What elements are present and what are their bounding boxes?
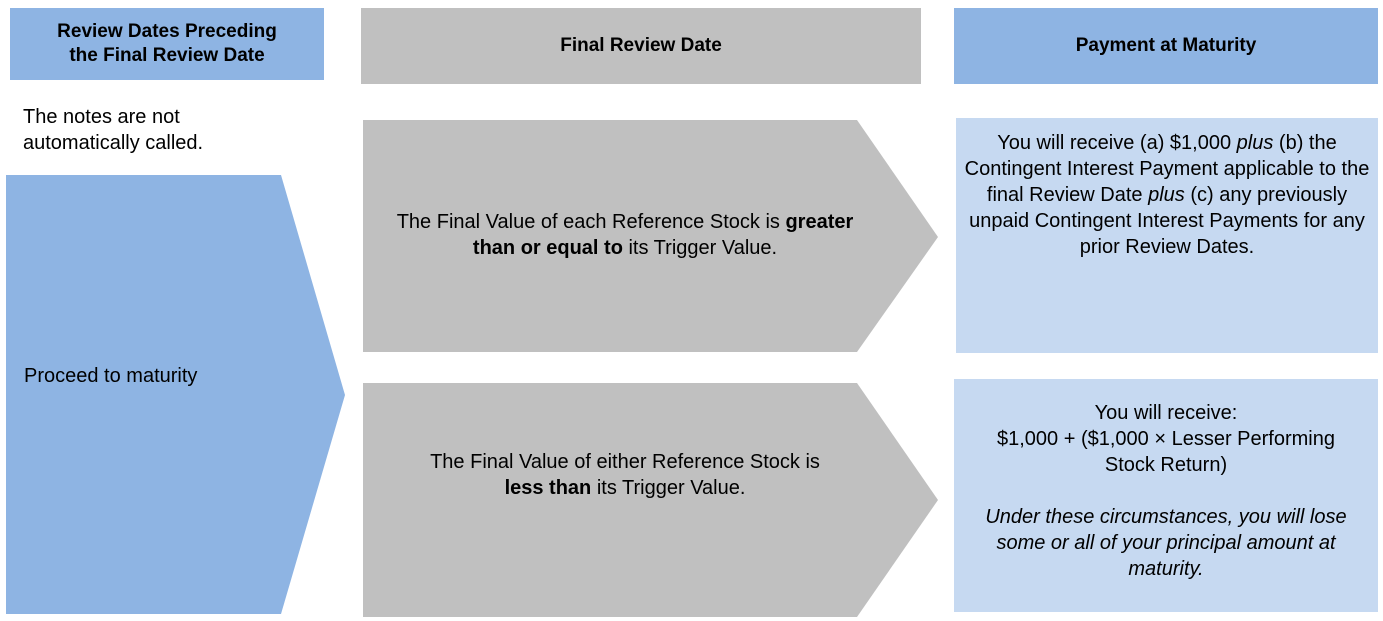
header-review-dates: Review Dates Preceding the Final Review … (10, 8, 324, 80)
not-called-text: The notes are not automatically called. (23, 106, 204, 154)
payment-upper-text: You will receive (a) $1,000 plus (b) the… (964, 132, 1370, 258)
payment-lower-box: You will receive: $1,000 + ($1,000 × Les… (954, 379, 1378, 612)
header-final-review-date: Final Review Date (361, 8, 921, 84)
payment-lower-line2: $1,000 + ($1,000 × Lesser Performing Sto… (997, 428, 1335, 476)
header-review-dates-label: Review Dates Preceding the Final Review … (57, 21, 277, 66)
payment-upper-box: You will receive (a) $1,000 plus (b) the… (956, 118, 1378, 353)
proceed-arrow-polygon (6, 175, 345, 614)
payment-lower-line1: You will receive: (1094, 402, 1238, 424)
lower-condition-emphasis: less than (504, 477, 592, 499)
header-payment-at-maturity-label: Payment at Maturity (1075, 35, 1257, 56)
upper-condition-text: The Final Value of each Reference Stock … (396, 211, 854, 259)
proceed-to-maturity-label: Proceed to maturity (24, 365, 198, 387)
header-payment-at-maturity: Payment at Maturity (954, 8, 1378, 84)
header-final-review-date-label: Final Review Date (560, 35, 722, 56)
lower-condition-text: The Final Value of either Reference Stoc… (430, 451, 820, 499)
lower-condition-arrow-polygon (363, 383, 938, 617)
upper-condition-arrow-polygon (363, 120, 938, 352)
upper-condition-emphasis: greater than or equal to (472, 211, 854, 259)
payment-lower-text: You will receive: $1,000 + ($1,000 × Les… (962, 400, 1370, 582)
payment-lower-warning: Under these circumstances, you will lose… (985, 506, 1347, 580)
